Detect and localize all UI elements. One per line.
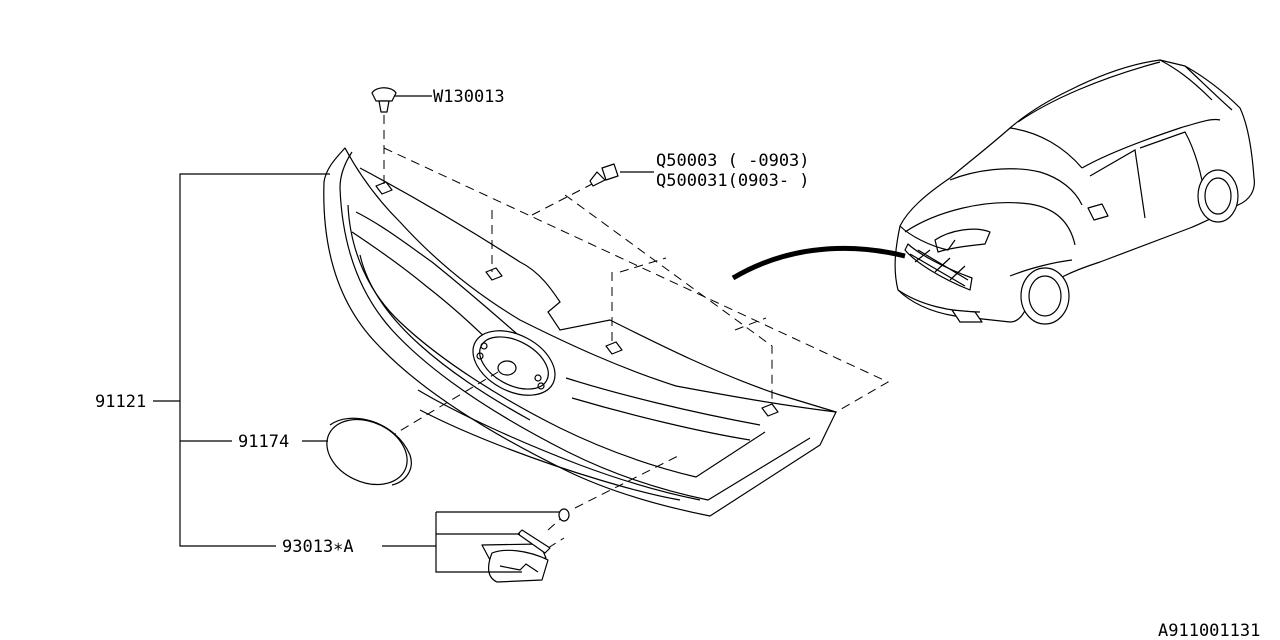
- car-grille-pointer: [731, 245, 906, 281]
- car-illustration: [894, 59, 1255, 325]
- grille-emblem-91174[interactable]: [316, 407, 417, 497]
- assembly-guide-lines: [383, 115, 890, 549]
- label-w130013[interactable]: W130013: [433, 87, 505, 107]
- label-91121[interactable]: 91121: [95, 392, 146, 412]
- leader-lines: [153, 95, 654, 573]
- label-q500031[interactable]: Q500031(0903- ): [656, 171, 810, 191]
- push-clip-icon[interactable]: [371, 87, 397, 113]
- sti-badge-icon[interactable]: [481, 508, 570, 583]
- diagram-code: A911001131: [1158, 621, 1260, 640]
- label-q50003[interactable]: Q50003 ( -0903): [656, 151, 810, 171]
- front-grille[interactable]: [323, 147, 837, 517]
- label-93013a[interactable]: 93013∗A: [282, 537, 354, 557]
- label-91174[interactable]: 91174: [238, 432, 289, 452]
- screw-icon[interactable]: [589, 163, 619, 187]
